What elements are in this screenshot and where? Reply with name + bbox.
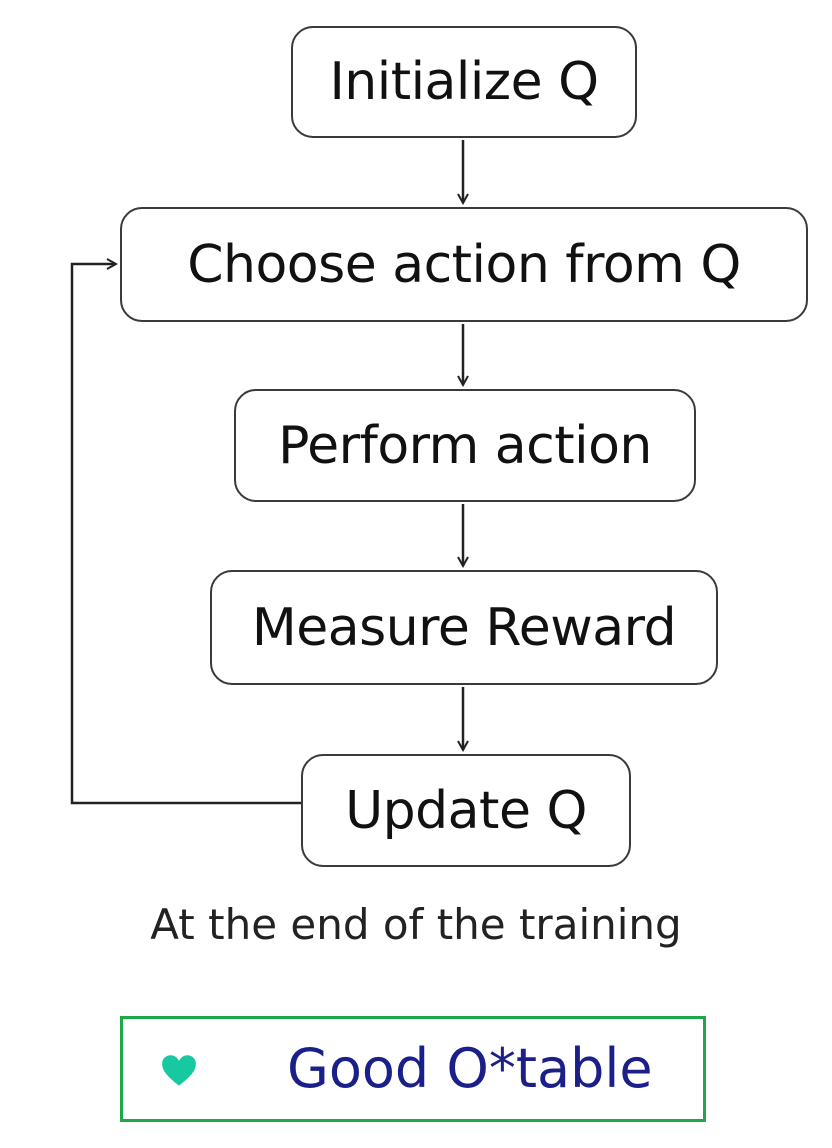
step-label: Choose action from Q [187,234,741,295]
step-label: Update Q [345,780,587,841]
step-initialize-q: Initialize Q [291,26,637,138]
step-label: Initialize Q [329,52,599,112]
result-label: Good O*table [287,1037,653,1100]
result-box: Good O*table [120,1016,706,1122]
caption-text: At the end of the training [150,900,682,949]
heart-icon [162,1055,196,1086]
step-label: Measure Reward [251,597,677,658]
step-choose-action: Choose action from Q [120,207,808,322]
step-perform-action: Perform action [234,389,696,502]
arrow-loop-update-to-choose [70,264,301,805]
step-measure-reward: Measure Reward [210,570,718,685]
step-update-q: Update Q [301,754,631,867]
step-label: Perform action [278,415,652,476]
